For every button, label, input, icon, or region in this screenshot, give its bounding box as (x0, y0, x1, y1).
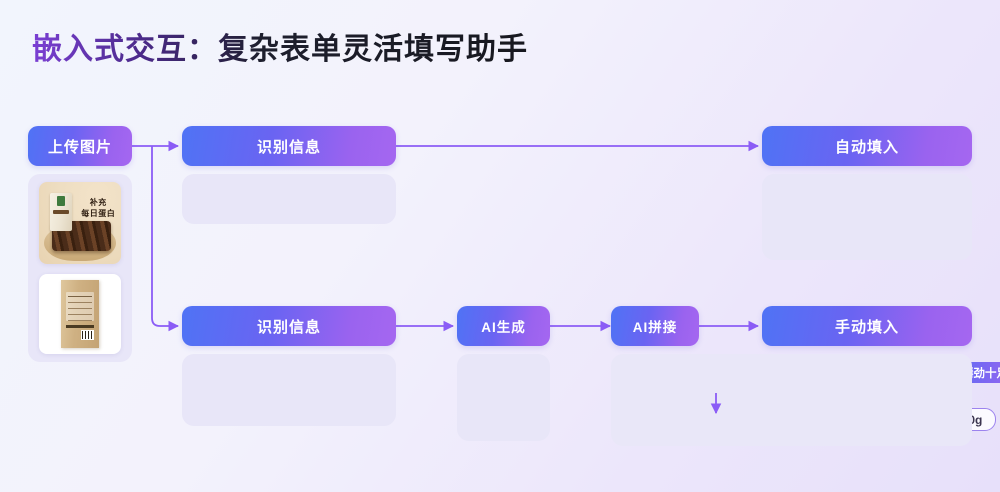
node-ai-generate[interactable]: AI生成 (457, 306, 550, 346)
node-auto-fill-label: 自动填入 (834, 138, 899, 156)
manual-fill-panel (611, 354, 972, 446)
kraft-strip-shape (66, 324, 94, 329)
node-ai-merge[interactable]: AI拼接 (611, 306, 699, 346)
kraft-bag-shape (61, 280, 99, 348)
link-upload-to-recognize-bottom (151, 146, 180, 332)
auto-fill-panel (762, 174, 972, 260)
node-upload-image[interactable]: 上传图片 (28, 126, 132, 166)
thumbnail-kraft-bag[interactable] (39, 274, 121, 354)
node-upload-image-label: 上传图片 (47, 138, 112, 156)
node-recognize-bottom[interactable]: 识别信息 (182, 306, 396, 346)
kraft-bag-image (39, 274, 121, 354)
jerky-product-image: 补充 每日蛋白 (39, 182, 121, 264)
page-title: 嵌入式交互：复杂表单灵活填写助手 (32, 24, 528, 68)
node-manual-fill[interactable]: 手动填入 (762, 306, 972, 346)
recognize-bottom-panel (182, 354, 396, 426)
node-recognize-top-label: 识别信息 (256, 138, 321, 156)
kraft-label-shape (66, 292, 94, 321)
node-ai-generate-label: AI生成 (481, 320, 526, 335)
thumbnail-jerky[interactable]: 补充 每日蛋白 (39, 182, 121, 264)
jerky-caption-line1: 补充 (89, 197, 107, 207)
node-manual-fill-label: 手动填入 (834, 318, 899, 336)
node-recognize-top[interactable]: 识别信息 (182, 126, 396, 166)
jerky-package-shape (50, 193, 72, 232)
node-ai-merge-label: AI拼接 (632, 320, 678, 335)
jerky-image-caption: 补充 每日蛋白 (81, 197, 115, 220)
node-recognize-bottom-label: 识别信息 (256, 318, 321, 336)
ai-generate-panel (457, 354, 550, 441)
recognize-top-panel (182, 174, 396, 224)
jerky-caption-line2: 每日蛋白 (81, 209, 116, 219)
node-auto-fill[interactable]: 自动填入 (762, 126, 972, 166)
barcode-icon (80, 330, 95, 340)
